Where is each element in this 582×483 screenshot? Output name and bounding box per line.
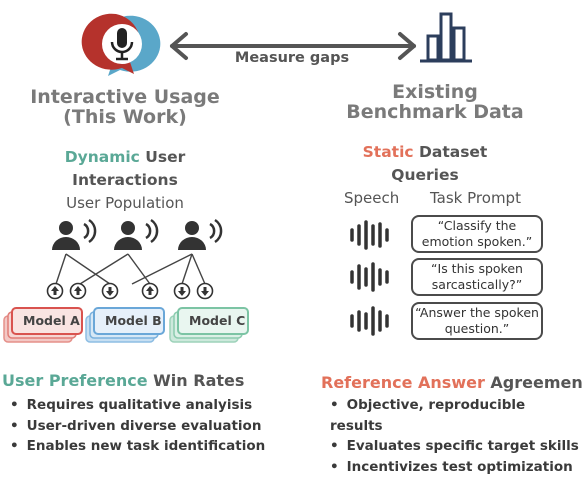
user-icons [52,218,223,250]
model-c-stack [169,307,249,343]
user-population-label: User Population [66,194,184,212]
connection-lines [55,253,206,285]
upvote-icon [141,282,159,300]
model-a-label: Model A [23,313,80,328]
right-title-line1: Existing [392,81,478,103]
right-bullet: Evaluates specific target skills [330,436,582,457]
microphone-chat-icon [81,13,161,76]
measure-gaps-arrow [170,32,416,60]
right-section-title-rest: Agreement [490,373,582,392]
right-section-title: Reference Answer Agreement [321,373,582,392]
user-icon [178,218,223,250]
prompt-box: “Answer the spoken question.” [411,302,543,340]
left-bullet: User-driven diverse evaluation [10,416,265,437]
vote-icons [46,282,214,300]
static-highlight: Static [362,143,414,161]
prompt-box: “Classify the emotion spoken.” [411,215,543,253]
user-icon [114,218,159,250]
speech-column-label: Speech [344,189,400,207]
left-subtitle-line2: Interactions [72,171,178,189]
model-c-label: Model C [189,313,246,328]
right-title-line2: Benchmark Data [346,101,524,123]
right-title: Existing Benchmark Data [340,82,530,122]
left-title-line1: Interactive Usage [30,86,220,108]
user-icon [52,218,97,250]
left-bullet-list: Requires qualitative analyisis User-driv… [10,395,266,457]
left-section-title-rest: Win Rates [153,371,245,390]
user-preference-highlight: User Preference [2,371,148,390]
downvote-icon [173,282,191,300]
left-subtitle: Dynamic User Interactions [20,146,230,192]
left-bullet: Enables new task identification [10,436,266,457]
left-subtitle-rest: User [145,148,186,166]
right-bullet: Objective, reproducible results [330,395,582,436]
right-subtitle-rest: Dataset [419,143,488,161]
task-prompt-column-label: Task Prompt [430,189,521,207]
left-title: Interactive Usage (This Work) [20,87,230,127]
measure-gaps-label: Measure gaps [234,50,350,66]
reference-answer-highlight: Reference Answer [321,373,485,392]
downvote-icon [101,282,119,300]
model-a-stack [3,307,83,343]
left-bullet: Requires qualitative analyisis [10,395,265,416]
waveform-icon [350,262,389,292]
bar-chart-icon [420,12,472,63]
waveform-icon [350,220,389,250]
upvote-icon [69,282,87,300]
downvote-icon [196,282,214,300]
right-bullet: Incentivizes test optimization [330,457,582,478]
upvote-icon [46,282,64,300]
model-b-stack [85,307,165,343]
waveform-icon [350,306,389,336]
left-section-title: User Preference Win Rates [2,371,244,390]
right-bullet-list: Objective, reproducible results Evaluate… [330,395,582,477]
right-subtitle: Static Dataset Queries [360,141,490,187]
right-subtitle-line2: Queries [391,166,459,184]
prompt-box: “Is this spoken sarcastically?” [411,258,543,296]
left-title-line2: (This Work) [63,106,187,128]
dynamic-highlight: Dynamic [64,148,140,166]
model-b-label: Model B [105,313,162,328]
